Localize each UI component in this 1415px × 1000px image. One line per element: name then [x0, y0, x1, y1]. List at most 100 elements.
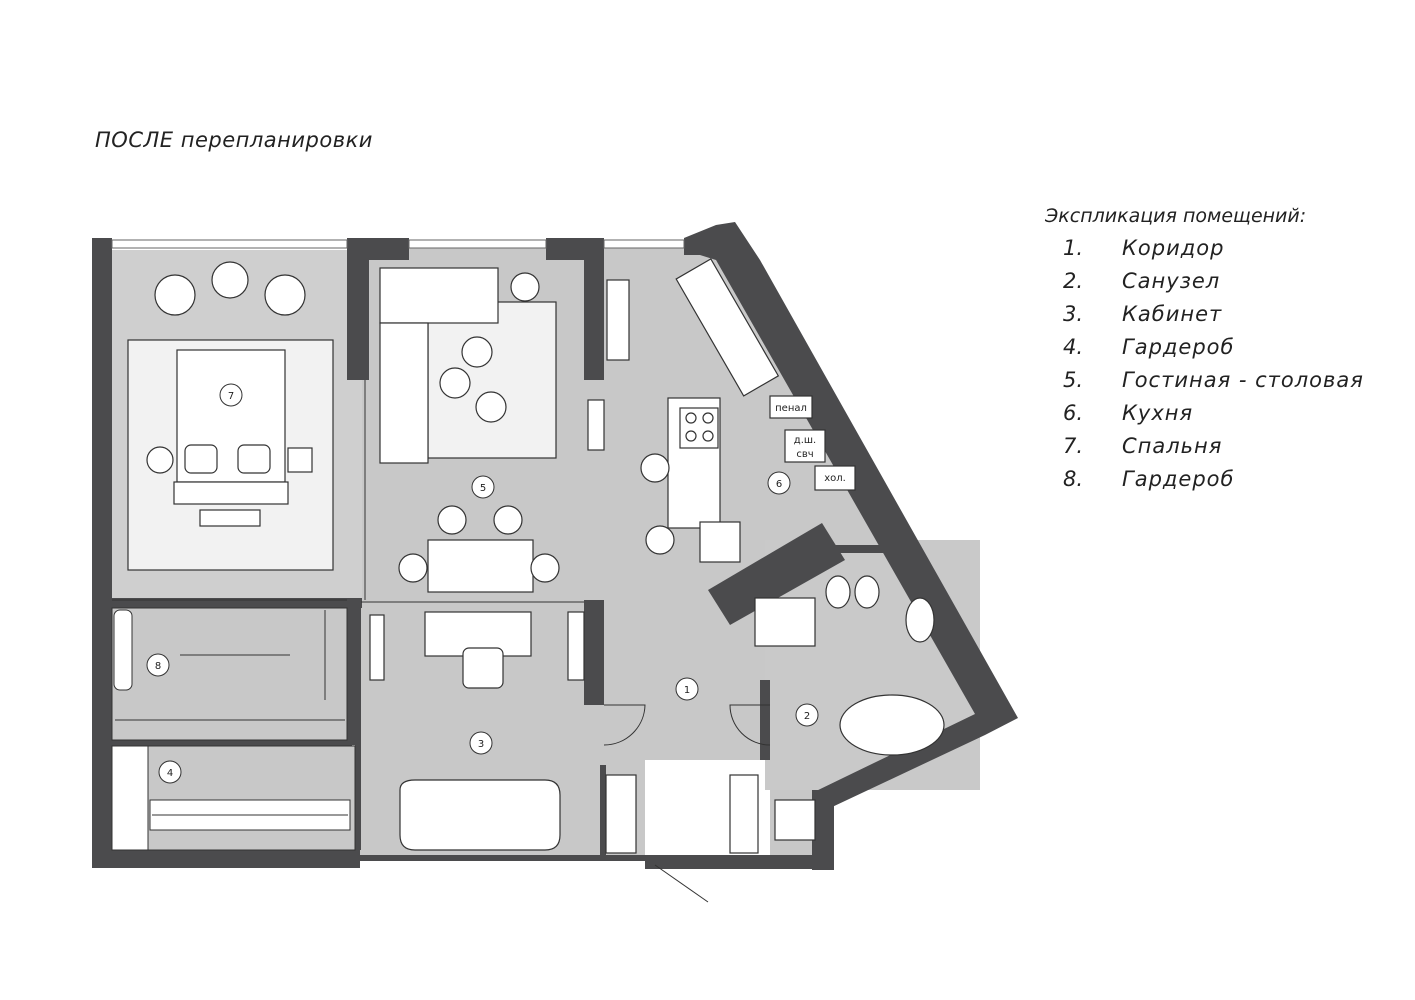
- legend-room-name: Спальня: [1122, 433, 1223, 458]
- room-marker-circle: [146, 653, 170, 677]
- pillow: [237, 444, 271, 474]
- floor-lamp: [510, 272, 540, 302]
- dining-table: [427, 539, 534, 593]
- tv-cabinet: [587, 399, 605, 451]
- legend-item: 5.Гостиная - столовая: [1045, 363, 1364, 396]
- dishwasher-label-bottom: свч: [796, 449, 813, 460]
- sink: [699, 521, 741, 563]
- wall: [708, 523, 845, 625]
- room-marker-circle: [469, 731, 493, 755]
- appliance-labels: пенал д.ш. свч хол.: [775, 403, 846, 484]
- sofa-back: [379, 267, 499, 324]
- window: [111, 239, 348, 249]
- bathroom: [754, 575, 945, 841]
- wall: [600, 765, 606, 855]
- shower: [754, 597, 816, 647]
- legend-room-name: Гардероб: [1122, 466, 1235, 491]
- dining-chair: [398, 553, 428, 583]
- legend-item: 2.Санузел: [1045, 264, 1364, 297]
- washing-machine: [774, 799, 816, 841]
- wall: [835, 545, 895, 553]
- bed-base: [173, 481, 289, 505]
- legend-item: 8. Гардероб: [1045, 462, 1364, 495]
- legend-number: 1.: [1063, 235, 1084, 260]
- burner: [702, 412, 714, 424]
- sink-basin: [905, 597, 935, 643]
- wall: [645, 855, 830, 869]
- wall: [360, 855, 645, 861]
- wall: [584, 238, 604, 380]
- burner: [702, 430, 714, 442]
- kitchen: [640, 258, 856, 563]
- room-marker-circle: [795, 703, 819, 727]
- wall: [369, 238, 409, 260]
- legend-number: 2.: [1063, 268, 1084, 293]
- shoe-rack: [113, 609, 133, 691]
- living-room: [379, 267, 630, 593]
- door-swing: [729, 704, 771, 746]
- glass-partitions: [112, 380, 584, 603]
- entrance-door: [654, 864, 709, 903]
- wall: [760, 680, 770, 760]
- room-marker-3: 3: [478, 739, 484, 750]
- bookshelf: [369, 614, 385, 681]
- wall: [92, 238, 112, 868]
- burner: [685, 412, 697, 424]
- round-table: [211, 261, 249, 299]
- study: [369, 611, 585, 851]
- fridge: [814, 465, 856, 491]
- wall: [347, 238, 369, 380]
- room-marker-8: 8: [155, 661, 161, 672]
- legend-item: 7. Спальня: [1045, 429, 1364, 462]
- windows: [111, 239, 685, 249]
- wall: [584, 600, 604, 705]
- coffee-table: [475, 391, 507, 423]
- bookshelf: [567, 611, 585, 681]
- wardrobe-4: [111, 745, 356, 851]
- armchair: [154, 274, 196, 316]
- room-marker-circle: [675, 677, 699, 701]
- room-marker-5: 5: [480, 483, 486, 494]
- bench: [199, 509, 261, 527]
- nightstand-right: [287, 447, 313, 473]
- bar-stool: [640, 453, 670, 483]
- legend-number: 4.: [1063, 334, 1084, 359]
- legend-number: 8.: [1063, 466, 1084, 491]
- doors: [603, 704, 771, 903]
- bar-stool: [645, 525, 675, 555]
- dishwasher-label-top: д.ш.: [794, 435, 816, 446]
- window: [408, 239, 547, 249]
- room-marker-circle: [471, 475, 495, 499]
- legend-room-name: Гостиная - столовая: [1122, 367, 1364, 392]
- coffee-table: [439, 367, 471, 399]
- bidet: [854, 575, 880, 609]
- room-marker-circle: [219, 383, 243, 407]
- legend-item: 6. Кухня: [1045, 396, 1364, 429]
- dining-chair: [493, 505, 523, 535]
- dishwasher: [784, 429, 826, 463]
- room-marker-circle: [158, 760, 182, 784]
- fridge-label: хол.: [824, 473, 846, 484]
- sofa: [399, 779, 561, 851]
- bathtub: [839, 694, 945, 756]
- room-markers: 1 2 3 4 5 6 7 8: [146, 383, 819, 784]
- legend-room-name: Кухня: [1122, 400, 1194, 425]
- armchair: [264, 274, 306, 316]
- corridor: [605, 774, 759, 854]
- toilet: [825, 575, 851, 609]
- legend-room-name: Гардероб: [1122, 334, 1235, 359]
- wall: [355, 740, 361, 850]
- window: [603, 239, 685, 249]
- wall: [112, 740, 352, 746]
- office-chair: [462, 647, 504, 689]
- walls: [92, 222, 1018, 870]
- legend-number: 7.: [1063, 433, 1084, 458]
- wall: [112, 598, 362, 608]
- hall-cabinet: [729, 774, 759, 854]
- legend-title: Экспликация помещений:: [1045, 205, 1307, 227]
- legend-number: 6.: [1063, 400, 1084, 425]
- dining-chair: [530, 553, 560, 583]
- storage-block: [111, 745, 149, 851]
- door-swing: [603, 704, 646, 746]
